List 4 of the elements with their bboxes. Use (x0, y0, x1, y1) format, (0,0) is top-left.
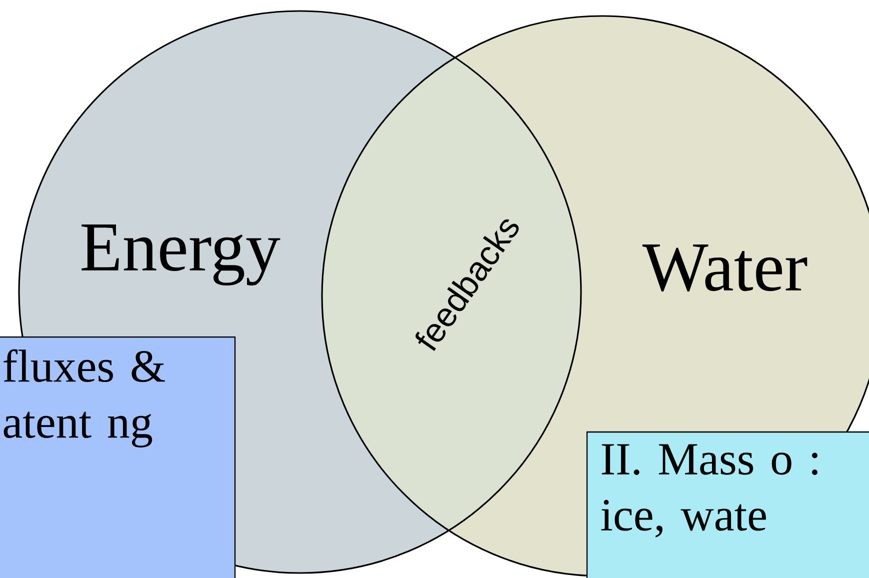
text-box: fluxes & atent ng (0, 336, 236, 578)
circle-label: Energy (82, 224, 280, 286)
circle-label: Water (642, 244, 808, 292)
text-box: II. Mass o : ice, wate (586, 431, 869, 578)
